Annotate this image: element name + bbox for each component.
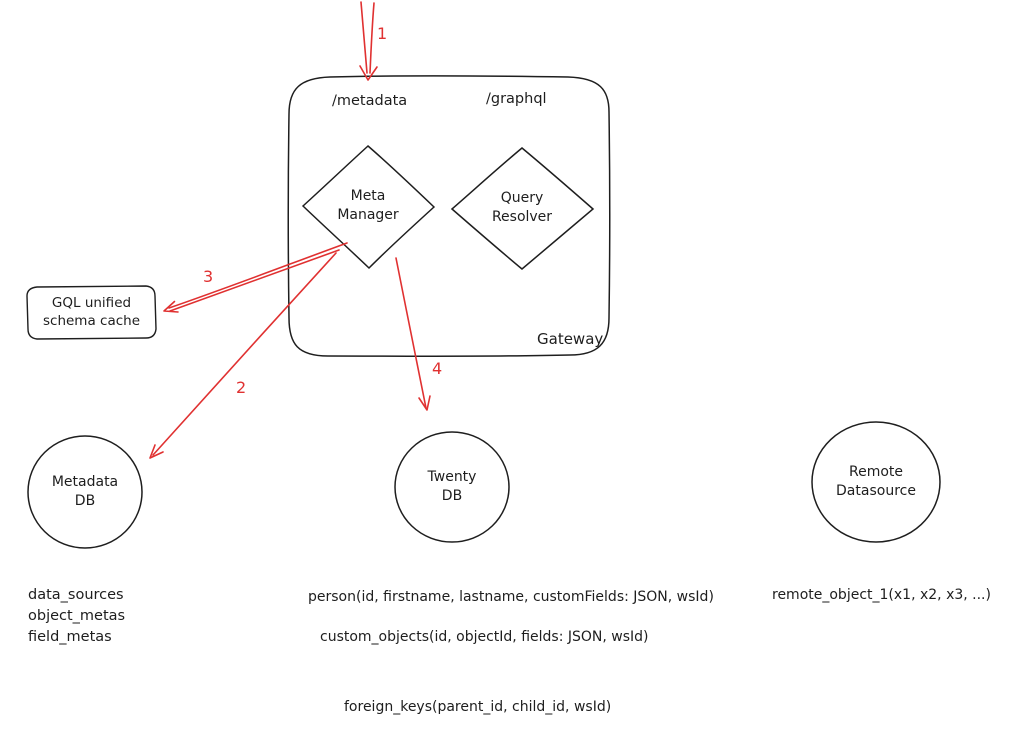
gateway-box <box>287 75 611 357</box>
arrow-4-number: 4 <box>432 359 443 378</box>
schema-cache-label: GQL unified schema cache <box>42 295 140 329</box>
arrow-2-number: 2 <box>236 378 247 397</box>
remote-datasource-label: Remote Datasource <box>836 464 916 499</box>
arrow-1-number: 1 <box>377 24 388 43</box>
endpoint-metadata-label: /metadata <box>332 93 408 109</box>
arrow-3-number: 3 <box>203 267 214 286</box>
meta-manager-diamond <box>301 144 436 270</box>
twenty-db-label: Twenty DB <box>427 469 477 504</box>
meta-manager-label: Meta Manager <box>337 188 399 223</box>
metadata-db-label: Metadata DB <box>51 474 119 509</box>
schema-cache-box <box>26 285 157 340</box>
query-resolver-label: Query Resolver <box>491 190 553 225</box>
arrow-4-to-twenty-db <box>395 257 431 411</box>
arrow-2-to-metadata-db <box>149 252 337 459</box>
metadata-db-tables: data_sources object_metas field_metas <box>28 587 126 645</box>
arrow-1-incoming-request <box>359 1 378 81</box>
gateway-label: Gateway <box>537 330 604 348</box>
twenty-db-person-table: person(id, firstname, lastname, customFi… <box>308 589 714 605</box>
endpoint-graphql-label: /graphql <box>486 91 547 107</box>
metadata-db-circle <box>27 435 143 549</box>
twenty-db-foreign-keys-table: foreign_keys(parent_id, child_id, wsId) <box>344 699 612 715</box>
arrow-3-to-schema-cache <box>163 242 348 313</box>
remote-datasource-circle <box>811 421 941 543</box>
query-resolver-diamond <box>450 147 595 270</box>
twenty-db-circle <box>394 431 510 543</box>
remote-object-table: remote_object_1(x1, x2, x3, ...) <box>772 587 991 603</box>
twenty-db-custom-objects-table: custom_objects(id, objectId, fields: JSO… <box>320 629 649 645</box>
